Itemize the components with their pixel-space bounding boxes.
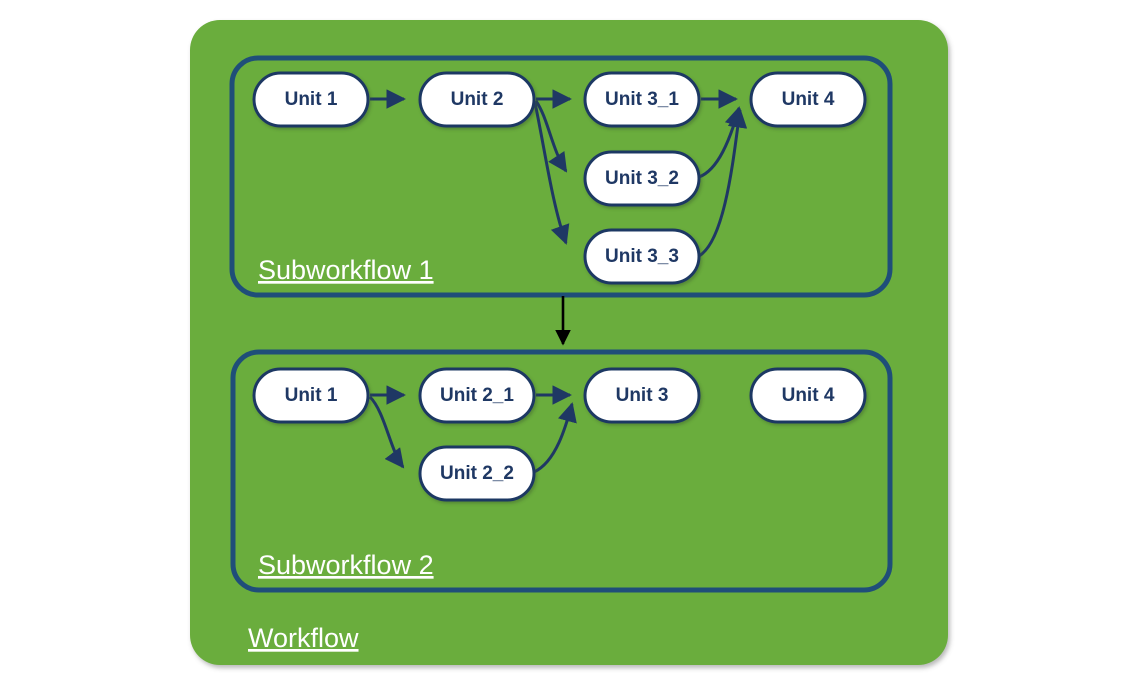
node-shape xyxy=(418,71,536,128)
node-sw1-unit-3-1[interactable]: Unit 3_1 xyxy=(583,71,701,128)
edge-sw2-unit1-to-unit2-2 xyxy=(368,395,405,469)
node-sw1-unit-1[interactable]: Unit 1 xyxy=(252,71,370,128)
node-shape xyxy=(418,367,536,424)
node-shape xyxy=(583,228,701,285)
edge-sw1-unit2-to-unit3-3 xyxy=(533,102,570,245)
node-label: Unit 3_3 xyxy=(605,246,679,267)
node-sw1-unit-3-2[interactable]: Unit 3_2 xyxy=(583,150,701,207)
subworkflow-2-box xyxy=(230,349,893,593)
node-label: Unit 4 xyxy=(782,89,835,110)
node-label: Unit 3 xyxy=(616,385,669,406)
node-label: Unit 4 xyxy=(782,385,835,406)
subworkflow-1-box xyxy=(229,55,893,298)
subworkflow-2-container[interactable] xyxy=(230,349,893,593)
node-label: Unit 3_1 xyxy=(605,89,679,110)
node-label: Unit 1 xyxy=(285,385,338,406)
edge-sw1-unit3-3-to-unit4 xyxy=(698,108,748,258)
node-shape xyxy=(749,367,867,424)
node-sw2-unit-2-2[interactable]: Unit 2_2 xyxy=(418,445,536,502)
node-sw1-unit-4[interactable]: Unit 4 xyxy=(749,71,867,128)
subworkflow-2-nodes: Unit 1 Unit 2_1 Unit 2_2 Unit 3 Unit 4 xyxy=(252,367,867,502)
node-label: Unit 1 xyxy=(285,89,338,110)
node-label: Unit 2_2 xyxy=(440,463,514,484)
subworkflow-1-nodes: Unit 1 Unit 2 Unit 3_1 Unit 3_2 Unit 3_3 xyxy=(252,71,867,285)
node-sw2-unit-3[interactable]: Unit 3 xyxy=(583,367,701,424)
node-shape xyxy=(583,71,701,128)
node-shape xyxy=(252,367,370,424)
subworkflow-2-edges xyxy=(368,385,577,474)
subworkflow-1-label: Subworkflow 1 xyxy=(258,255,434,285)
node-shape xyxy=(418,445,536,502)
subworkflow-1-container[interactable] xyxy=(229,55,893,298)
edge-sw1-unit2-to-unit3-2 xyxy=(534,100,568,173)
node-label: Unit 2_1 xyxy=(440,385,514,406)
node-shape xyxy=(749,71,867,128)
node-shape xyxy=(583,367,701,424)
node-shape xyxy=(252,71,370,128)
node-sw2-unit-2-1[interactable]: Unit 2_1 xyxy=(418,367,536,424)
container-labels: Subworkflow 1 Subworkflow 2 Workflow xyxy=(248,255,434,653)
node-sw1-unit-2[interactable]: Unit 2 xyxy=(418,71,536,128)
subworkflow-2-label: Subworkflow 2 xyxy=(258,550,434,580)
node-label: Unit 3_2 xyxy=(605,168,679,189)
workflow-label: Workflow xyxy=(248,623,359,653)
node-sw2-unit-1[interactable]: Unit 1 xyxy=(252,367,370,424)
node-label: Unit 2 xyxy=(451,89,504,110)
node-shape xyxy=(583,150,701,207)
node-sw2-unit-4[interactable]: Unit 4 xyxy=(749,367,867,424)
edge-sw2-unit2-2-to-unit3 xyxy=(533,402,577,474)
node-sw1-unit-3-3[interactable]: Unit 3_3 xyxy=(583,228,701,285)
subworkflow-1-edges xyxy=(370,89,748,258)
